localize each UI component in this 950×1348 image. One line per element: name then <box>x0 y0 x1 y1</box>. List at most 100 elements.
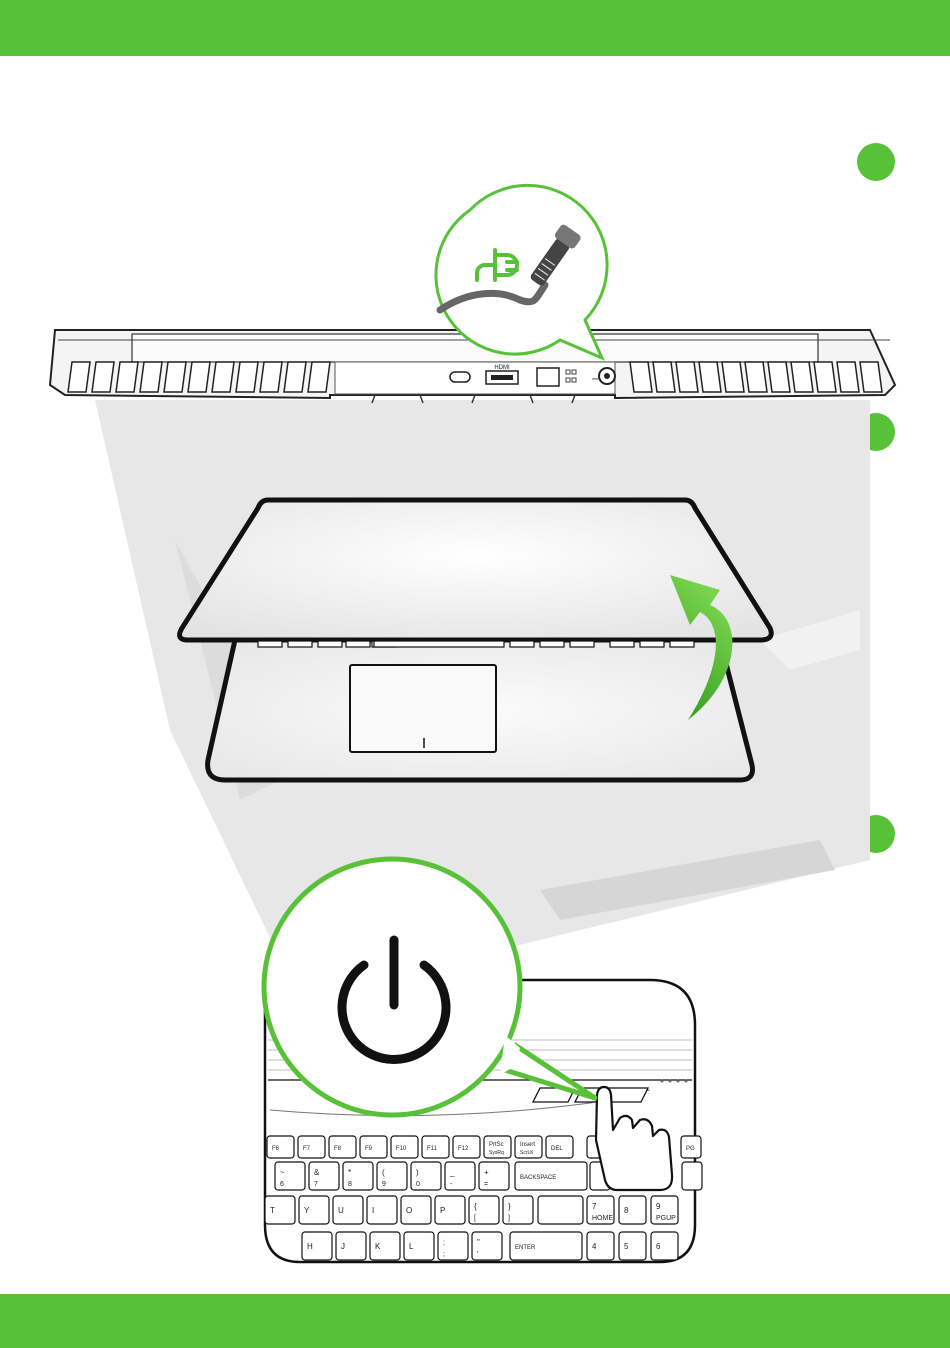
lid-key <box>610 641 634 647</box>
key-label: 7 <box>592 1202 597 1211</box>
number-key: += <box>479 1162 509 1190</box>
vent-slot <box>140 362 162 392</box>
key-label: J <box>341 1242 345 1251</box>
letter-key: }] <box>503 1196 533 1224</box>
vent-slot <box>745 362 767 392</box>
numpad-key: 8 <box>619 1196 646 1224</box>
key-label: 4 <box>592 1242 597 1251</box>
key-label: 9 <box>656 1202 661 1211</box>
key-label: F8 <box>334 1146 342 1152</box>
key-label: BACKSPACE <box>520 1175 556 1181</box>
enter-key: ENTER <box>510 1232 582 1260</box>
letter-key: U <box>333 1196 363 1224</box>
vent-slot <box>722 362 744 392</box>
key-label: { <box>474 1202 477 1211</box>
numpad-key: 9PGUP <box>651 1196 678 1224</box>
key-sublabel: ; <box>443 1251 445 1258</box>
key-label: ) <box>416 1168 419 1177</box>
backspace-key: BACKSPACE <box>515 1162 587 1190</box>
key-label: } <box>508 1202 511 1211</box>
fn-key: F7 <box>298 1136 325 1158</box>
numpad-key: 4 <box>587 1232 614 1260</box>
key-label: O <box>406 1206 412 1215</box>
key-sublabel: HOME <box>592 1215 613 1222</box>
letter-key: K <box>370 1232 400 1260</box>
rear-vents-right <box>630 362 882 392</box>
key-label: U <box>338 1206 344 1215</box>
key-sublabel: 7 <box>314 1181 318 1188</box>
vent-slot <box>92 362 114 392</box>
vent-slot <box>791 362 813 392</box>
lid-edge-keys <box>258 641 694 647</box>
fn-key: F9 <box>360 1136 387 1158</box>
letter-key: I <box>367 1196 397 1224</box>
vent-slot <box>699 362 721 392</box>
key-label: Y <box>304 1206 310 1215</box>
fn-key: PrtScSysRq <box>484 1136 511 1158</box>
fn-key: F8 <box>329 1136 356 1158</box>
vent-slot <box>188 362 210 392</box>
number-key: _- <box>445 1162 475 1190</box>
letter-key: {[ <box>469 1196 499 1224</box>
vent-slot <box>284 362 306 392</box>
pgdn-key: PG <box>681 1136 701 1158</box>
bottom-band <box>0 1294 950 1348</box>
key-label: F10 <box>396 1146 407 1152</box>
key-label: T <box>270 1206 275 1215</box>
number-key: (9 <box>377 1162 407 1190</box>
numpad-key: 5 <box>619 1232 646 1260</box>
key-label: F7 <box>303 1146 311 1152</box>
letter-key: P <box>435 1196 465 1224</box>
key-sublabel: ] <box>508 1215 510 1222</box>
power-adapter-callout <box>436 185 607 358</box>
key-sublabel: 9 <box>382 1181 386 1188</box>
letter-key: "' <box>472 1232 502 1260</box>
fn-key: F6 <box>267 1136 294 1158</box>
vent-slot <box>236 362 258 392</box>
key-label: 6 <box>656 1242 661 1251</box>
vent-slot <box>68 362 90 392</box>
lid-key <box>570 641 594 647</box>
vent-slot <box>653 362 675 392</box>
key-label: Insert <box>520 1142 535 1148</box>
fn-key: F12 <box>453 1136 480 1158</box>
vent-slot <box>676 362 698 392</box>
vent-slot <box>768 362 790 392</box>
ethernet-port <box>537 368 559 386</box>
letter-key: J <box>336 1232 366 1260</box>
vent-slot <box>860 362 882 392</box>
lid-key <box>318 641 342 647</box>
keyboard-key <box>682 1162 702 1190</box>
letter-key: H <box>302 1232 332 1260</box>
key-label: + <box>484 1168 489 1177</box>
key-sublabel: 6 <box>280 1181 284 1188</box>
key-label: I <box>372 1206 374 1215</box>
vent-slot <box>116 362 138 392</box>
vent-slot <box>308 362 330 392</box>
touchpad <box>350 665 496 752</box>
key-label: PG <box>686 1146 695 1152</box>
letter-key: T <box>265 1196 295 1224</box>
key-label: ENTER <box>515 1245 536 1251</box>
key-sublabel: 8 <box>348 1181 352 1188</box>
key-sublabel: PGUP <box>656 1215 676 1222</box>
lid-key <box>258 641 282 647</box>
number-key: *8 <box>343 1162 373 1190</box>
lid-key <box>640 641 664 647</box>
lid-key <box>288 641 312 647</box>
key-label: L <box>409 1242 414 1251</box>
fn-key: F10 <box>391 1136 418 1158</box>
lid-key <box>510 641 534 647</box>
key-label: F9 <box>365 1146 373 1152</box>
number-key: &7 <box>309 1162 339 1190</box>
key-label: DEL <box>551 1146 563 1152</box>
fn-key: DEL <box>546 1136 573 1158</box>
lid-key <box>670 641 694 647</box>
vent-slot <box>814 362 836 392</box>
key-label: 5 <box>624 1242 629 1251</box>
laptop-open-lid <box>180 500 772 780</box>
key-label: ( <box>382 1168 385 1177</box>
vent-slot <box>212 362 234 392</box>
lid-key <box>540 641 564 647</box>
